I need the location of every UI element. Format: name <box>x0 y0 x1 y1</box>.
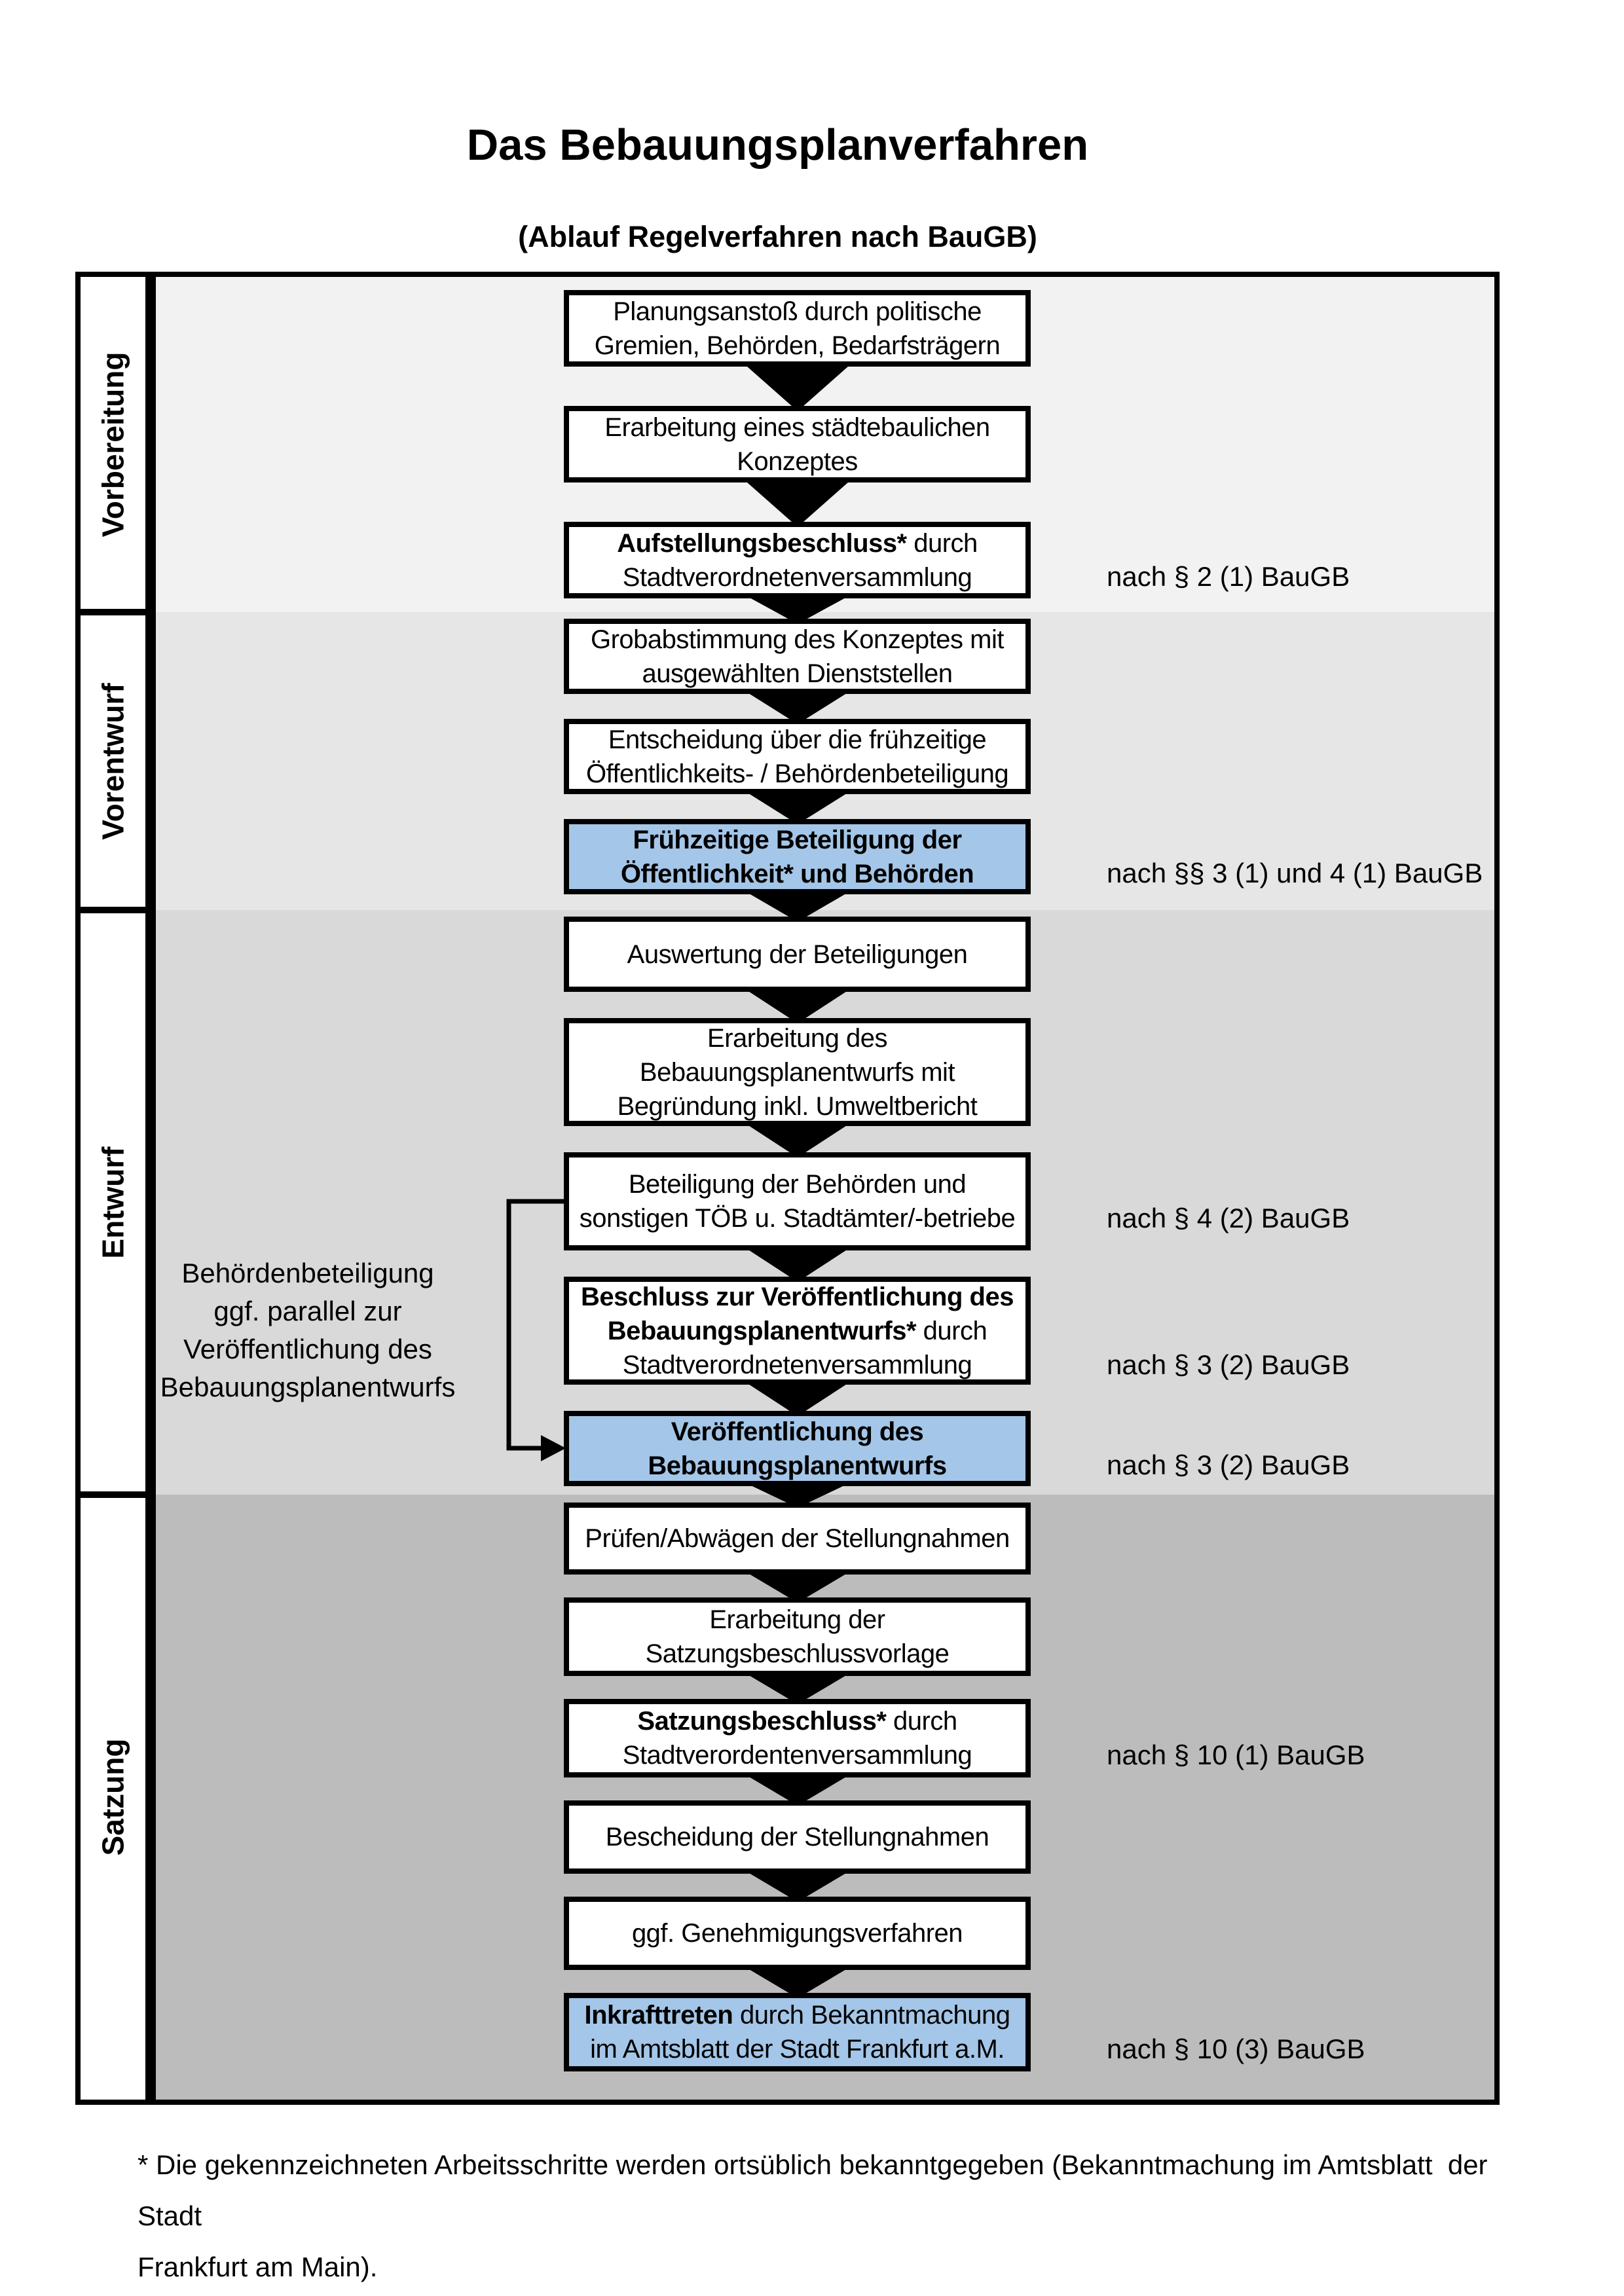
flow-box-pruefen-abwaegen: Prüfen/Abwägen der Stellungnahmen <box>564 1503 1031 1575</box>
flow-box-inkrafttreten: Inkrafttreten durch Bekanntmachung im Am… <box>564 1993 1031 2071</box>
flow-box-fruehzeitige-beteiligung: Frühzeitige Beteiligung der Öffentlichke… <box>564 819 1031 894</box>
flow-box-bescheidung-stellungnahmen: Bescheidung der Stellungnahmen <box>564 1800 1031 1874</box>
sidebar-separator <box>145 277 156 2100</box>
annotation-baugb: nach § 10 (3) BauGB <box>1107 2033 1365 2064</box>
flow-box-beteiligung-behoerden-toeb: Beteiligung der Behörden und sonstigen T… <box>564 1152 1031 1250</box>
phase-label-vorentwurf: Vorentwurf <box>81 612 145 910</box>
flow-box-erarbeitung-konzept: Erarbeitung eines städtebaulichen Konzep… <box>564 406 1031 483</box>
annotation-baugb: nach § 2 (1) BauGB <box>1107 561 1350 592</box>
flow-box-planungsanstoss: Planungsanstoß durch politische Gremien,… <box>564 290 1031 367</box>
flow-box-satzungsbeschluss: Satzungsbeschluss* durch Stadtverordente… <box>564 1699 1031 1777</box>
footnote: * Die gekennzeichneten Arbeitsschritte w… <box>138 2149 1496 2282</box>
flow-box-grobabstimmung: Grobabstimmung des Konzeptes mit ausgewä… <box>564 619 1031 694</box>
flow-box-entscheidung-fruehzeitige-beteiligung: Entscheidung über die frühzeitige Öffent… <box>564 719 1031 794</box>
phase-label-entwurf: Entwurf <box>81 910 145 1495</box>
flow-box-aufstellungsbeschluss: Aufstellungsbeschluss* durch Stadtverord… <box>564 522 1031 598</box>
flow-box-erarbeitung-satzungsbeschlussvorlage: Erarbeitung der Satzungsbeschlussvorlage <box>564 1597 1031 1676</box>
phase-divider <box>81 609 156 615</box>
page-title: Das Bebauungsplanverfahren <box>466 120 1089 170</box>
annotation-baugb: nach § 10 (1) BauGB <box>1107 1740 1365 1770</box>
annotation-baugb: nach § 3 (2) BauGB <box>1107 1449 1350 1480</box>
flow-box-auswertung-beteiligungen: Auswertung der Beteiligungen <box>564 917 1031 992</box>
flow-box-genehmigungsverfahren: ggf. Genehmigungsverfahren <box>564 1897 1031 1970</box>
phase-label-vorbereitung: Vorbereitung <box>81 277 145 612</box>
flow-box-erarbeitung-bebauungsplanentwurf: Erarbeitung des Bebauungsplanentwurfs mi… <box>564 1018 1031 1126</box>
side-note-behoerdenbeteiligung: Behördenbeteiligung ggf. parallel zur Ve… <box>160 1258 456 1402</box>
annotation-baugb: nach § 3 (2) BauGB <box>1107 1349 1350 1380</box>
annotation-baugb: nach §§ 3 (1) und 4 (1) BauGB <box>1107 858 1483 888</box>
phase-divider <box>81 907 156 913</box>
annotation-baugb: nach § 4 (2) BauGB <box>1107 1203 1350 1233</box>
page-subtitle: (Ablauf Regelverfahren nach BauGB) <box>518 220 1037 253</box>
phase-label-satzung: Satzung <box>81 1495 145 2100</box>
phase-divider <box>81 1491 156 1498</box>
flow-box-veroeffentlichung-entwurf: Veröffentlichung des Bebauungsplanentwur… <box>564 1411 1031 1486</box>
flow-box-beschluss-veroeffentlichung: Beschluss zur Veröffentlichung des Bebau… <box>564 1277 1031 1385</box>
